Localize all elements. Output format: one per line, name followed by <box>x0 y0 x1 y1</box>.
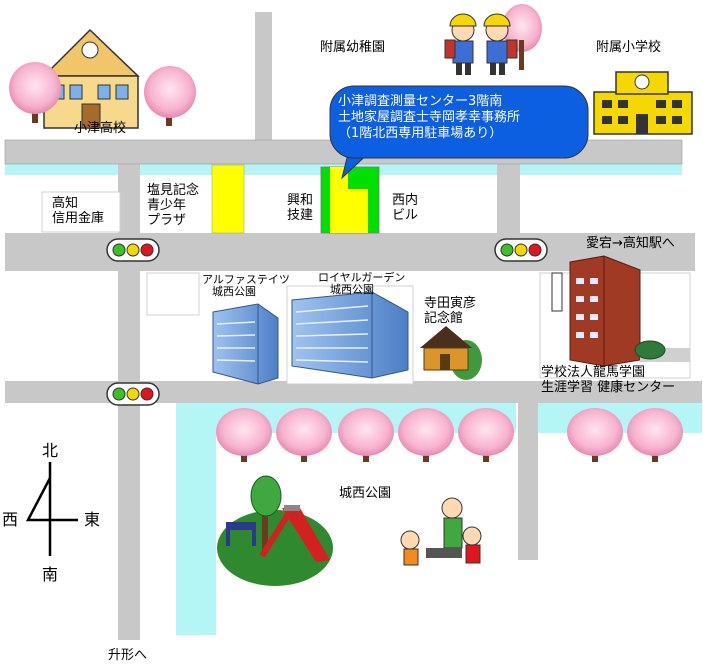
traffic-light-icon <box>106 382 160 406</box>
label-masugata-direction: 升形へ <box>108 648 148 663</box>
park-playground-icon <box>217 475 333 586</box>
label-alpha-line1: アルファステイツ <box>202 273 290 286</box>
label-terada-memorial: 寺田寅彦記念館 <box>424 296 476 326</box>
label-terada-line1: 寺田寅彦 <box>424 296 477 311</box>
cherry-tree-icon <box>144 66 196 126</box>
compass-west: 西 <box>2 510 19 529</box>
cherry-tree-icon <box>9 62 61 123</box>
label-kowa-giken: 興和技建 <box>287 193 313 223</box>
label-atago-direction: 愛宕→高知駅へ <box>586 236 675 251</box>
label-kowa-line1: 興和 <box>287 193 314 208</box>
label-shiomi-plaza: 塩見記念青少年プラザ <box>147 183 199 228</box>
label-nishiuchi-line1: 西内 <box>392 193 419 208</box>
traffic-light-icon <box>106 238 160 262</box>
label-royal-garden: ロイヤルガーデン城西公園 <box>318 272 405 296</box>
label-kochi-bank: 高知信用金庫 <box>52 196 104 226</box>
cherry-tree-icon <box>627 408 683 462</box>
family-bbq-icon <box>400 497 482 566</box>
label-terada-line2: 記念館 <box>424 311 464 326</box>
label-nishiuchi-building: 西内ビル <box>392 193 418 223</box>
compass-east: 東 <box>84 510 101 529</box>
label-kotsu-high: 小津高校 <box>74 121 127 136</box>
label-shiomi-line2: 青少年 <box>147 198 187 213</box>
label-elementary-school: 附属小学校 <box>596 40 662 55</box>
label-alpha-line2: 城西公園 <box>212 285 256 298</box>
empty-lot-bank <box>41 191 121 233</box>
label-nishiuchi-line2: ビル <box>392 208 419 223</box>
office-callout-text: 小津調査測量センター3階南 土地家屋調査士寺岡孝幸事務所 （1階北西専用駐車場あ… <box>330 86 588 160</box>
cherry-tree-icon <box>338 408 394 462</box>
parking-lot-west <box>211 164 245 234</box>
office-callout <box>329 85 589 180</box>
condo-building-icon <box>286 285 414 385</box>
empty-lot-plaza <box>146 272 200 316</box>
compass-north: 北 <box>42 441 59 460</box>
cherry-tree-icon <box>458 408 514 462</box>
label-shiomi-line3: プラザ <box>147 213 187 228</box>
label-kochi-bank-line2: 信用金庫 <box>52 211 105 226</box>
office-building <box>320 166 380 234</box>
label-alpha-states: アルファステイツ城西公園 <box>202 274 290 298</box>
callout-line2: 土地家屋調査士寺岡孝幸事務所 <box>338 110 521 125</box>
children-icon <box>444 4 542 75</box>
house-icon <box>420 326 482 380</box>
label-shiomi-line1: 塩見記念 <box>147 183 200 198</box>
tall-building-icon <box>539 255 691 379</box>
condo-building-icon <box>212 303 279 385</box>
label-kochi-bank-line1: 高知 <box>52 196 79 211</box>
compass-icon <box>25 462 78 556</box>
elementary-school-icon <box>593 71 693 135</box>
cherry-tree-icon <box>276 408 332 462</box>
label-royal-line2: 城西公園 <box>330 283 374 296</box>
label-ryoma-gakuen: 学校法人龍馬学園生涯学習 健康センター <box>541 365 675 395</box>
cherry-tree-icon <box>216 408 272 462</box>
cherry-tree-row <box>216 408 683 462</box>
callout-line3: （1階北西専用駐車場あり） <box>338 126 503 141</box>
label-ryoma-line2: 生涯学習 健康センター <box>541 380 676 395</box>
label-josai-park: 城西公園 <box>339 486 392 501</box>
cherry-tree-icon <box>398 408 454 462</box>
label-kindergarten: 附属幼稚園 <box>320 40 386 55</box>
label-kowa-line2: 技建 <box>287 208 314 223</box>
compass-south: 南 <box>42 565 59 584</box>
label-royal-line1: ロイヤルガーデン <box>318 271 406 284</box>
traffic-light-icon <box>494 238 548 262</box>
callout-line1: 小津調査測量センター3階南 <box>338 94 503 109</box>
cherry-tree-icon <box>567 408 623 462</box>
label-ryoma-line1: 学校法人龍馬学園 <box>541 365 646 380</box>
